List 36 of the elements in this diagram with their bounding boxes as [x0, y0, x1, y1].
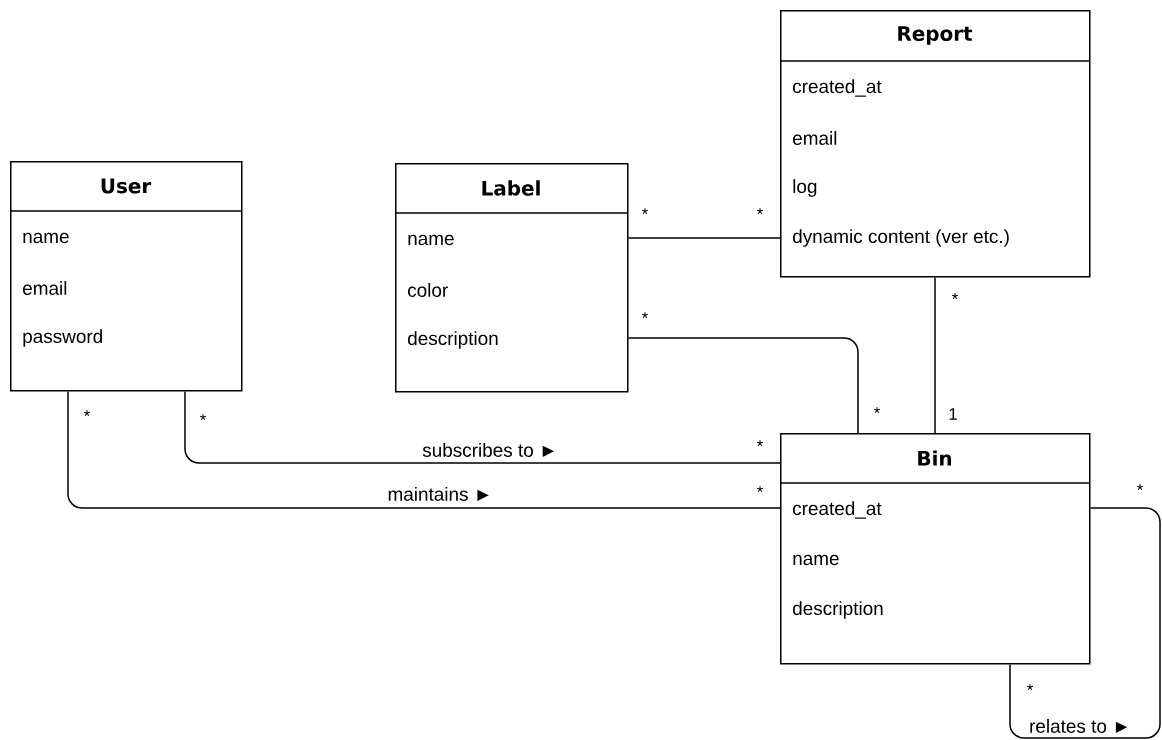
attribute: password	[23, 329, 102, 347]
edge-label: subscribes to ►	[422, 443, 554, 457]
attribute: created_at	[793, 501, 882, 519]
edge-label: maintains ►	[388, 487, 489, 501]
multiplicity: *	[951, 293, 959, 300]
association-line	[184, 390, 781, 464]
multiplicity: *	[200, 414, 207, 421]
class-name: Label	[482, 180, 540, 196]
class-name: Report	[898, 26, 973, 45]
attribute: color	[408, 283, 448, 297]
multiplicity: *	[756, 486, 764, 493]
multiplicity: *	[1136, 484, 1144, 491]
multiplicity: *	[84, 410, 91, 417]
attribute: log	[793, 179, 817, 197]
attribute: name	[793, 554, 839, 566]
attribute: description	[408, 331, 498, 349]
multiplicity: *	[756, 208, 764, 215]
multiplicity: *	[756, 440, 764, 447]
attribute: dynamic content (ver etc.)	[793, 229, 1009, 247]
association-line	[67, 390, 781, 509]
association-line	[627, 337, 859, 434]
attribute: email	[793, 131, 837, 145]
attribute: name	[23, 232, 69, 244]
class-name: User	[101, 178, 152, 194]
association-line	[934, 276, 936, 434]
association-line	[1009, 507, 1161, 739]
association-line	[627, 237, 781, 239]
edge-label: relates to ►	[1030, 719, 1128, 733]
attribute: created_at	[793, 79, 882, 97]
attribute: description	[793, 601, 883, 619]
multiplicity: 1	[949, 408, 957, 420]
multiplicity: *	[1026, 684, 1034, 691]
attribute: name	[408, 234, 454, 246]
class-name: Bin	[918, 450, 952, 466]
attribute: email	[23, 281, 67, 295]
multiplicity: *	[873, 407, 881, 414]
